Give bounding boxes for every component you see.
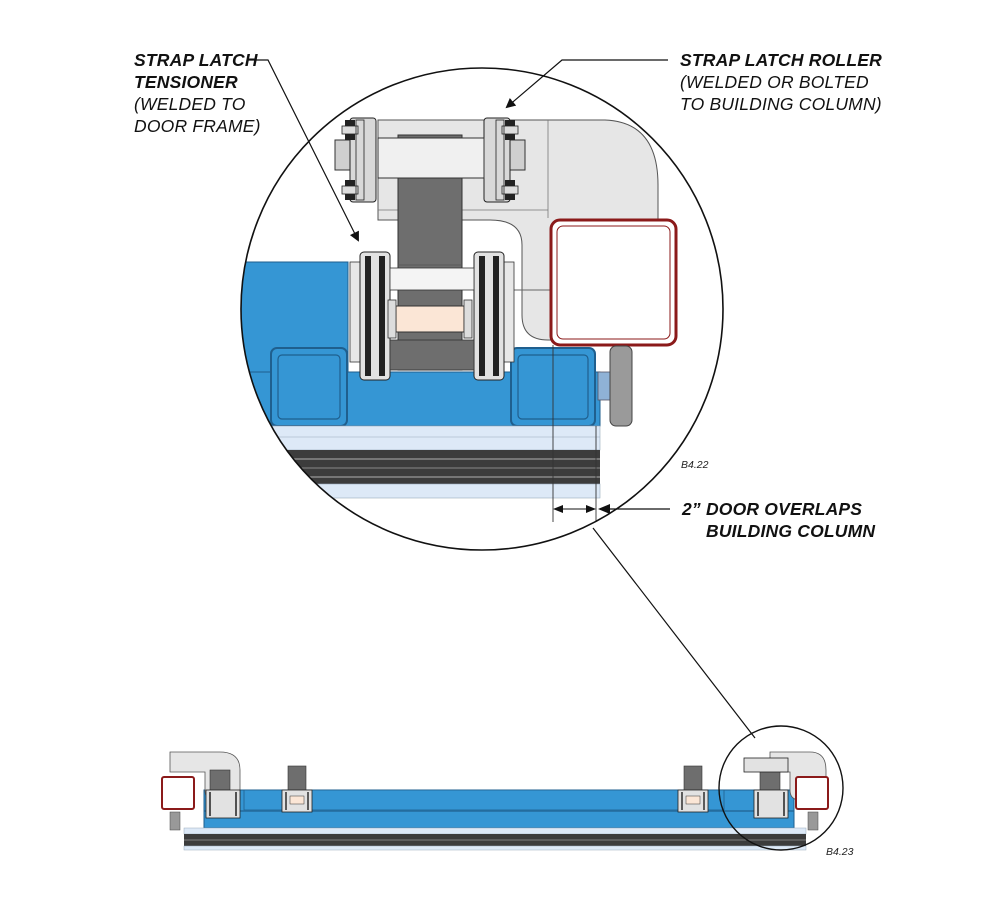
bottom-track	[241, 450, 600, 484]
door-tube-left	[270, 347, 348, 427]
detail-view	[240, 67, 724, 551]
roller-note-2: TO BUILDING COLUMN)	[680, 94, 882, 114]
roller-title: STRAP LATCH ROLLER	[680, 50, 882, 70]
tensioner-title-2: TENSIONER	[134, 72, 238, 92]
overview-detail-circle	[718, 725, 844, 851]
detail-circle	[240, 67, 724, 551]
tensioner-note-1: (WELDED TO	[134, 94, 246, 114]
tensioner-leader	[254, 59, 359, 242]
overview-view	[161, 725, 844, 851]
figure-id-detail: B4.22	[681, 459, 709, 471]
roller-callout: STRAP LATCH ROLLER (WELDED OR BOLTED TO …	[680, 50, 882, 114]
overlap-callout: 2” DOOR OVERLAPS BUILDING COLUMN	[681, 499, 875, 541]
overlap-dimension	[553, 504, 670, 514]
tensioner-assembly	[349, 251, 515, 381]
roller-end-disk	[609, 345, 633, 427]
overlap-line-2: BUILDING COLUMN	[706, 521, 875, 541]
roller-assembly	[334, 117, 526, 203]
detail-connector-line	[592, 527, 756, 739]
figure-id-overview: B4.23	[826, 846, 854, 858]
building-column	[549, 218, 678, 347]
tensioner-roller	[395, 305, 465, 333]
roller-note-1: (WELDED OR BOLTED	[680, 72, 869, 92]
roller-leader	[505, 59, 668, 109]
overview-column-right	[795, 776, 829, 810]
tensioner-callout: STRAP LATCH TENSIONER (WELDED TO DOOR FR…	[134, 50, 261, 136]
tensioner-note-2: DOOR FRAME)	[134, 116, 261, 136]
overview-column-left	[161, 776, 195, 810]
tensioner-title-1: STRAP LATCH	[134, 50, 258, 70]
overlap-line-1: 2” DOOR OVERLAPS	[681, 499, 862, 519]
